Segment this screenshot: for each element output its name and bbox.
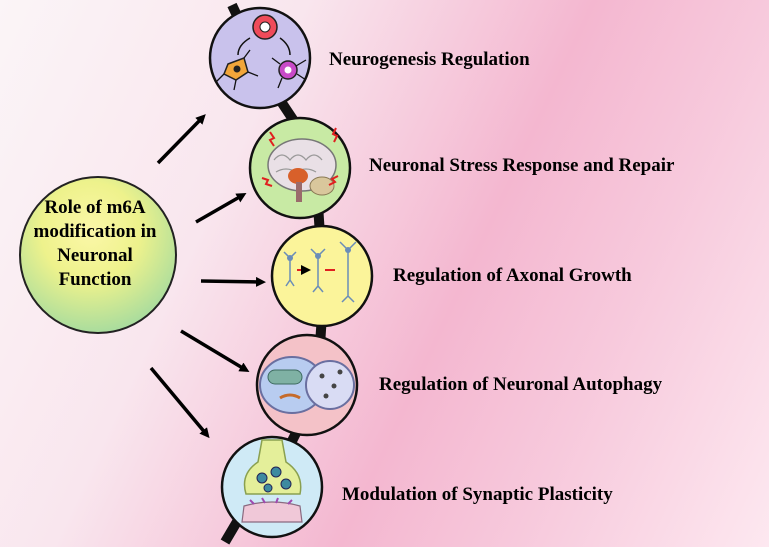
center-circle	[19, 176, 177, 334]
brain-stress-icon	[248, 116, 352, 220]
center-label: Role of m6A modification in Neuronal Fun…	[22, 196, 168, 292]
center-line-1: Role of m6A	[44, 197, 146, 218]
arrow-to-stress	[195, 193, 247, 224]
arrow-to-axon	[200, 276, 266, 287]
arrows	[149, 114, 266, 439]
autophagy-icon	[255, 333, 359, 437]
center-line-2: modification in	[33, 221, 157, 242]
arrow-to-neurogenesis	[156, 114, 206, 165]
label-axonal-growth: Regulation of Axonal Growth	[393, 265, 632, 286]
label-autophagy: Regulation of Neuronal Autophagy	[379, 374, 663, 395]
arrow-to-autophagy	[180, 329, 250, 373]
neurogenesis-icon	[208, 6, 312, 110]
axon-growth-icon	[270, 224, 374, 328]
label-neurogenesis: Neurogenesis Regulation	[329, 49, 530, 70]
synapse-icon	[220, 435, 324, 539]
label-stress-response: Neuronal Stress Response and Repair	[369, 155, 675, 176]
label-synaptic-plasticity: Modulation of Synaptic Plasticity	[342, 484, 613, 505]
center-line-3: Neuronal	[57, 245, 133, 266]
arrow-to-synapse	[149, 366, 210, 439]
center-line-4: Function	[58, 269, 132, 290]
